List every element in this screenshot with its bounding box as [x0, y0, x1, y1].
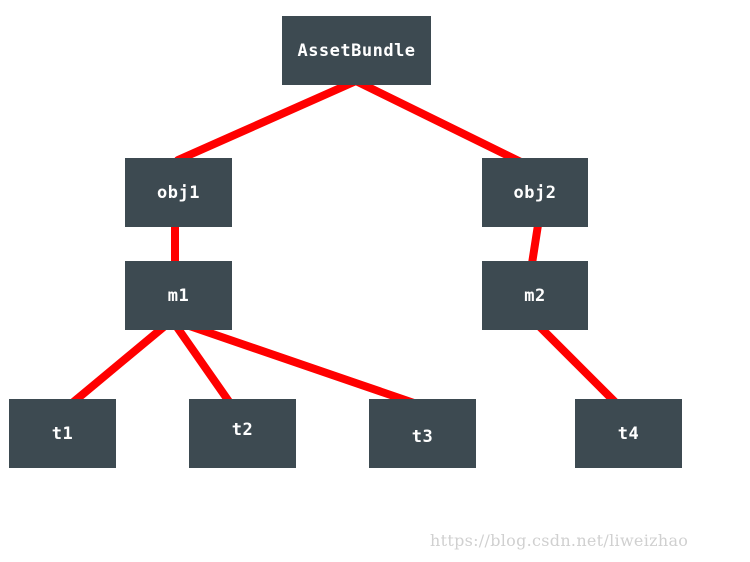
node-label-t1: t1 — [51, 423, 74, 444]
node-label-obj2: obj2 — [513, 182, 557, 203]
node-label-m1: m1 — [167, 285, 190, 306]
node-t3: t3 — [369, 399, 476, 468]
node-obj2: obj2 — [482, 158, 588, 227]
edges-layer — [55, 77, 627, 418]
edge-m1-t2 — [168, 316, 234, 407]
node-obj1: obj1 — [125, 158, 232, 227]
node-label-obj1: obj1 — [157, 182, 200, 203]
edge-assetbundle-obj1 — [174, 77, 360, 164]
node-label-m2: m2 — [524, 285, 546, 306]
edge-m1-t1 — [55, 316, 176, 418]
edge-m1-t3 — [168, 316, 418, 407]
node-t1: t1 — [9, 399, 116, 468]
node-label-t2: t2 — [231, 419, 254, 440]
node-label-assetbundle: AssetBundle — [297, 40, 416, 61]
node-m2: m2 — [482, 261, 588, 330]
node-label-t3: t3 — [411, 426, 434, 447]
node-m1: m1 — [125, 261, 232, 330]
node-t4: t4 — [575, 399, 682, 468]
edge-m2-t4 — [531, 318, 627, 414]
node-label-t4: t4 — [617, 423, 640, 444]
node-assetbundle: AssetBundle — [282, 16, 431, 85]
node-t2: t2 — [189, 399, 296, 468]
edge-assetbundle-obj2 — [352, 77, 535, 171]
watermark-url: https://blog.csdn.net/liweizhao — [430, 531, 689, 550]
